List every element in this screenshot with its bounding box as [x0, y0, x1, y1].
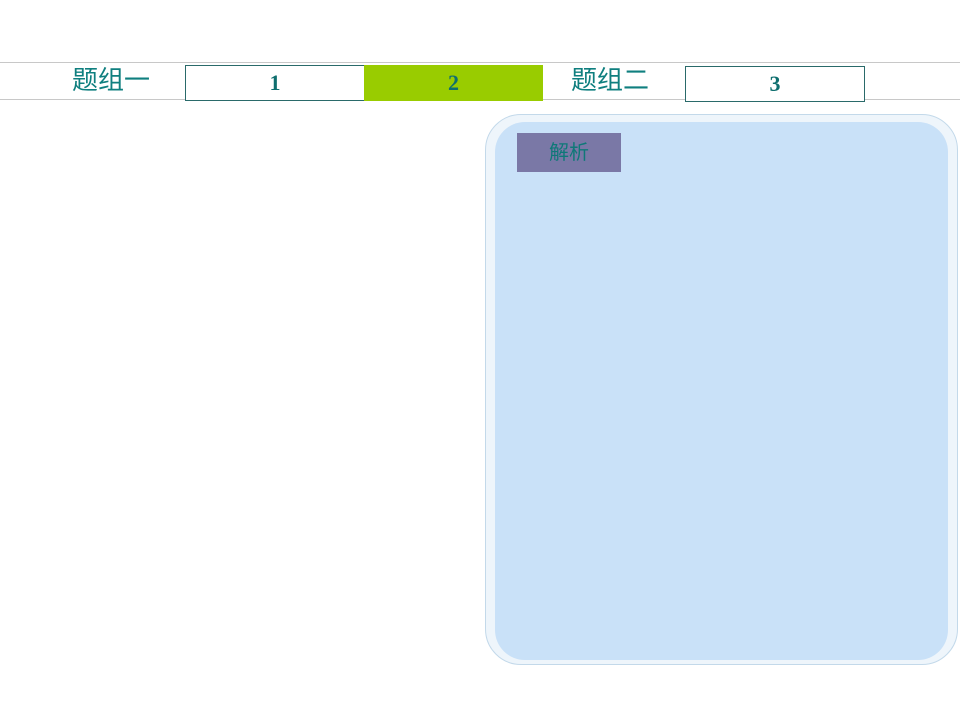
question-nav-bar: 题组一 1 2 题组二 3: [0, 62, 960, 102]
analysis-button[interactable]: 解析: [517, 133, 621, 172]
analysis-panel: [495, 122, 948, 660]
question-3-button[interactable]: 3: [685, 66, 865, 102]
group-two-label: 题组二: [571, 66, 650, 96]
question-1-button[interactable]: 1: [185, 65, 365, 101]
group-one-label: 题组一: [72, 66, 151, 96]
question-2-button[interactable]: 2: [364, 65, 543, 101]
